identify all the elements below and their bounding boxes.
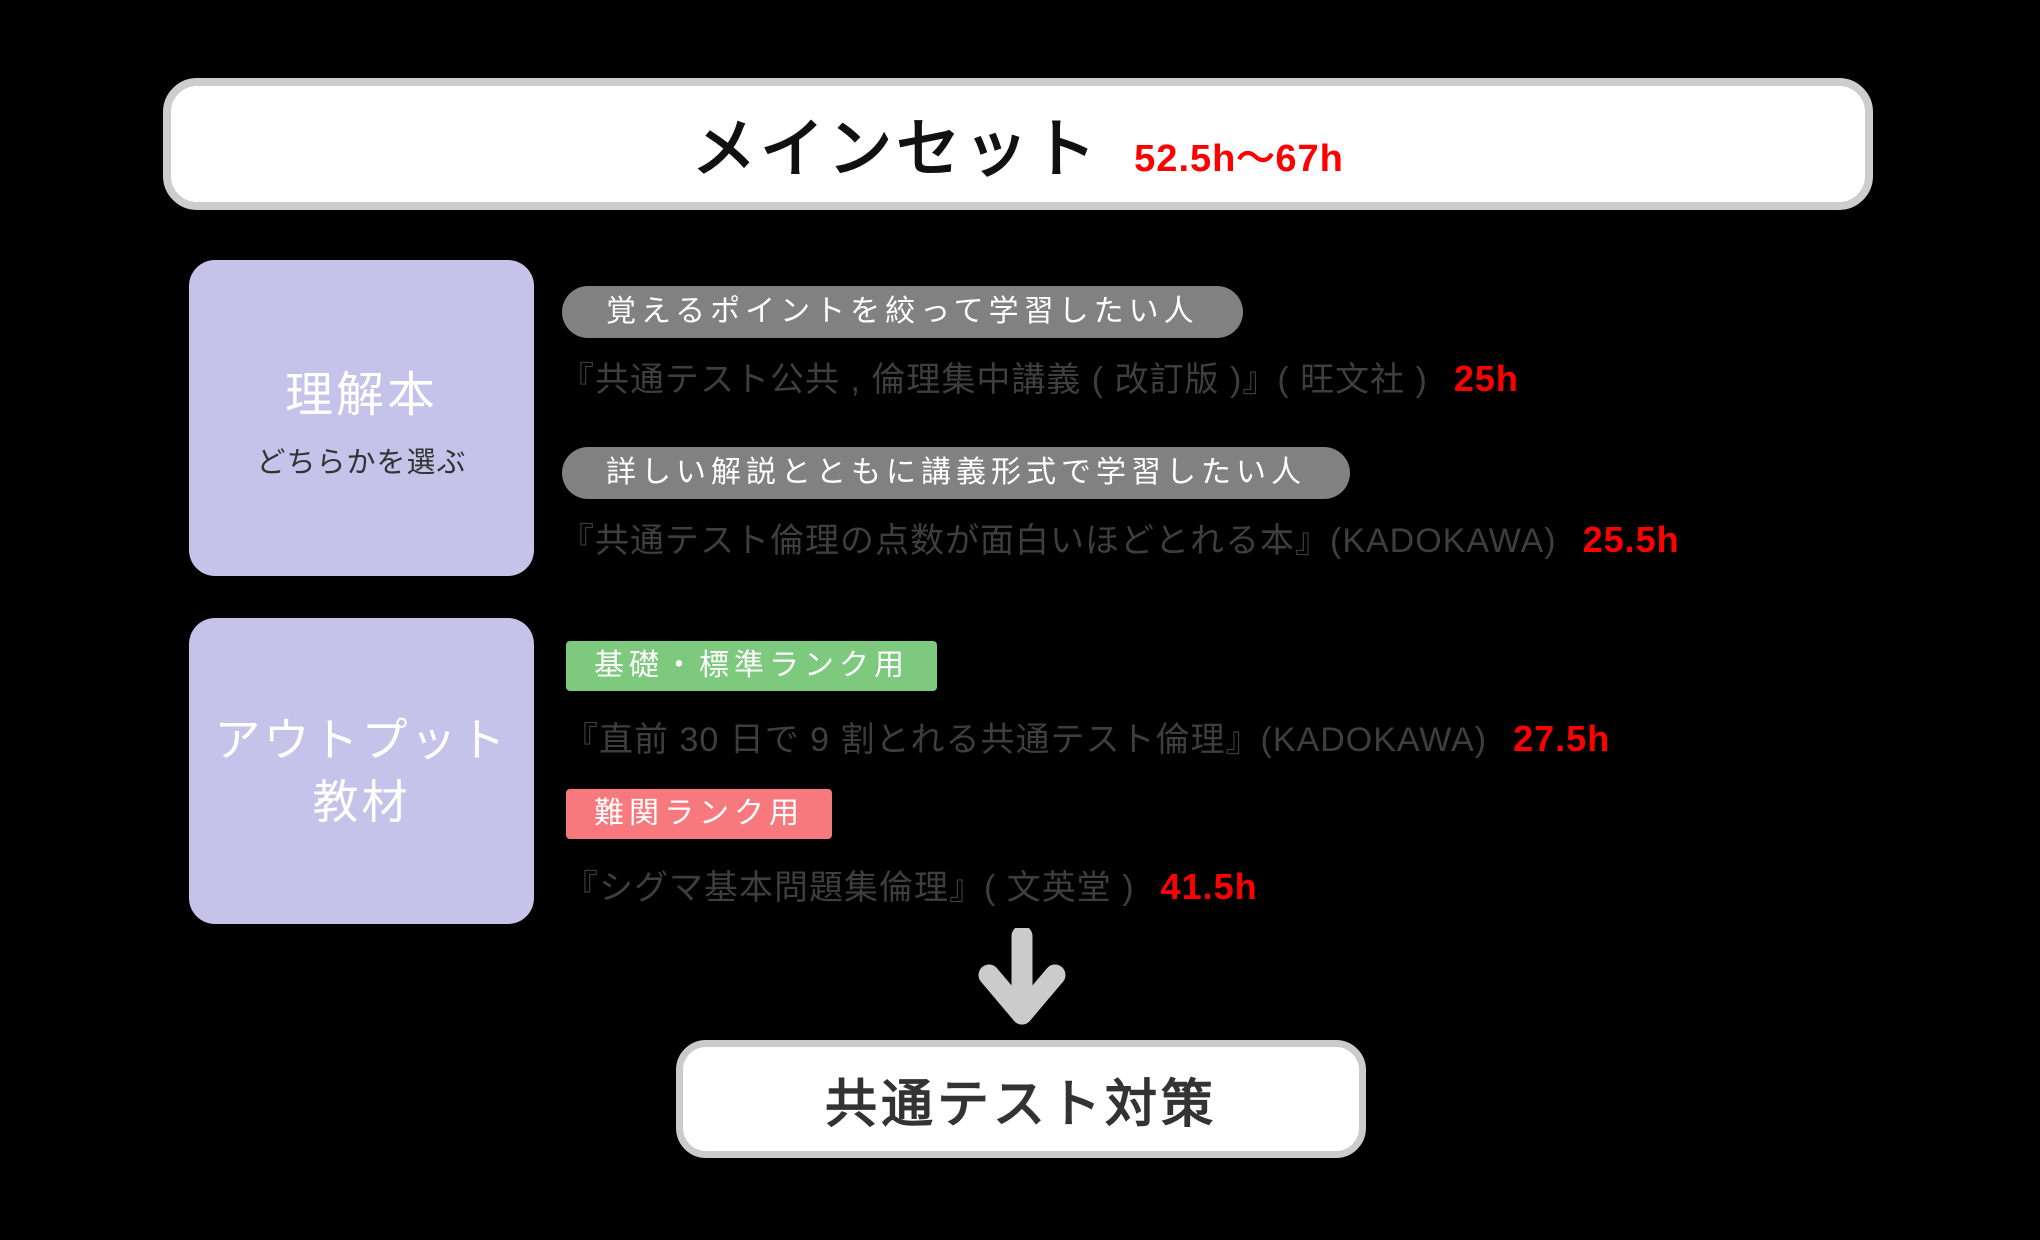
arrow-down-icon [972,925,1072,1038]
audience-pill-1: 覚えるポイントを絞って学習したい人 [562,286,1243,338]
kyotsu-test-box: 共通テスト対策 [676,1040,1366,1158]
book-hours-2: 25.5h [1582,519,1680,560]
book-title-1: 『共通テスト公共 , 倫理集中講義 ( 改訂版 )』( 旺文社 ) [560,361,1428,399]
rikai-subtitle: どちらかを選ぶ [256,447,467,479]
book-title-3: 『直前 30 日で 9 割とれる共通テスト倫理』(KADOKAWA) [564,721,1488,759]
main-set-box: メインセット 52.5h〜67h [163,78,1873,210]
book-hours-1: 25h [1453,358,1519,399]
book-hours-4: 41.5h [1160,866,1258,907]
main-set-hours: 52.5h〜67h [1134,137,1344,180]
audience-pill-2: 詳しい解説とともに講義形式で学習したい人 [562,447,1350,499]
output-title: アウトプット 教材 [215,709,509,833]
book-hours-3: 27.5h [1513,718,1611,759]
main-set-title: メインセット [692,113,1101,185]
rikai-title: 理解本 [284,369,438,422]
rank-badge-advanced: 難関ランク用 [566,789,832,839]
book-line-3: 『直前 30 日で 9 割とれる共通テスト倫理』(KADOKAWA) 27.5h [564,712,1610,761]
book-title-4: 『シグマ基本問題集倫理』( 文英堂 ) [564,869,1135,907]
book-title-2: 『共通テスト倫理の点数が面白いほどとれる本』(KADOKAWA) [560,522,1557,560]
book-line-1: 『共通テスト公共 , 倫理集中講義 ( 改訂版 )』( 旺文社 ) 25h [560,352,1519,401]
output-title-line2: 教材 [312,776,411,828]
rank-badge-basic: 基礎・標準ランク用 [566,641,937,691]
kyotsu-test-label: 共通テスト対策 [824,1075,1217,1134]
rikai-category-box: 理解本 どちらかを選ぶ [189,260,534,576]
output-title-line1: アウトプット [214,713,509,766]
book-line-2: 『共通テスト倫理の点数が面白いほどとれる本』(KADOKAWA) 25.5h [560,513,1680,562]
output-category-box: アウトプット 教材 [189,618,534,924]
book-line-4: 『シグマ基本問題集倫理』( 文英堂 ) 41.5h [564,860,1258,909]
